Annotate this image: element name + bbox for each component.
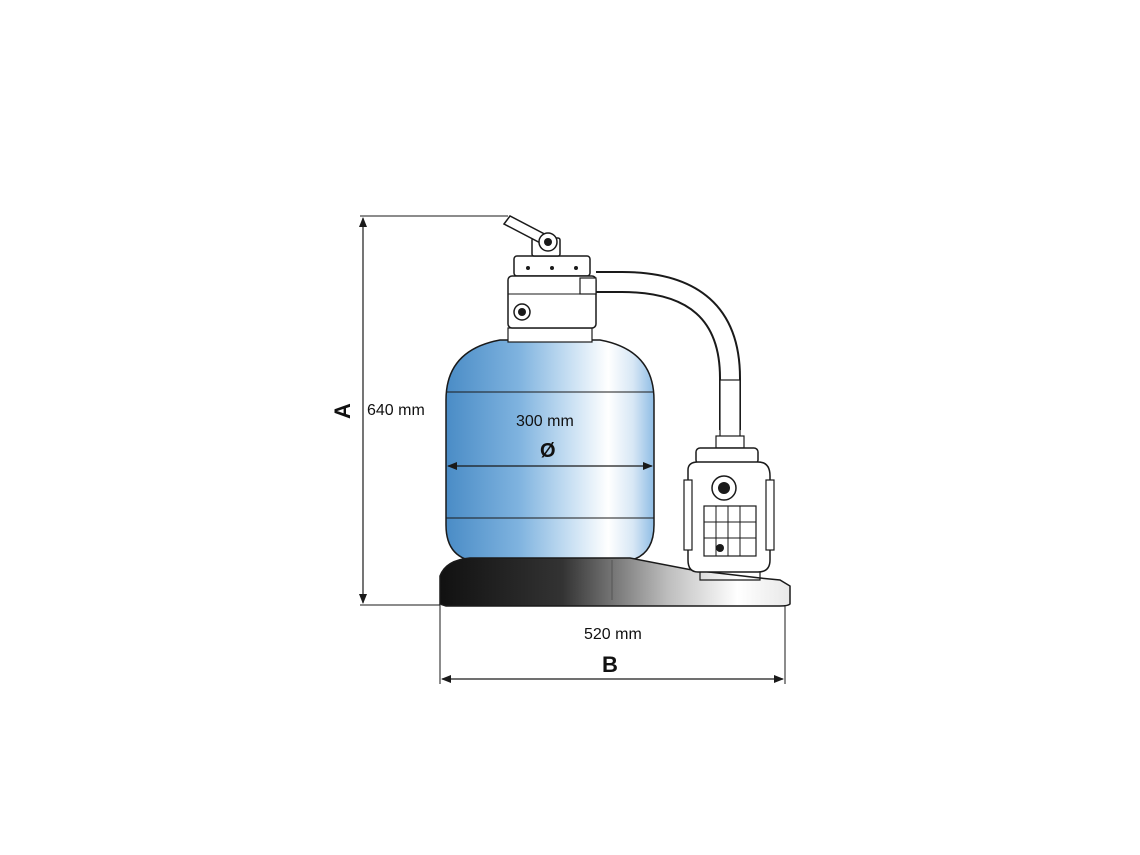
height-letter-label: A [329, 403, 355, 419]
width-letter-label: B [602, 652, 618, 677]
width-dimension [439, 600, 786, 684]
height-dimension [359, 215, 508, 606]
diameter-symbol-label: Ø [540, 440, 556, 462]
connecting-pipe [596, 271, 745, 449]
height-value-label: 640 mm [367, 402, 425, 419]
width-value-label: 520 mm [584, 626, 642, 643]
pump [683, 447, 775, 581]
multiport-valve [507, 237, 597, 329]
base-plate [439, 557, 791, 607]
valve-handle [502, 215, 558, 252]
diameter-value-label: 300 mm [516, 413, 574, 430]
